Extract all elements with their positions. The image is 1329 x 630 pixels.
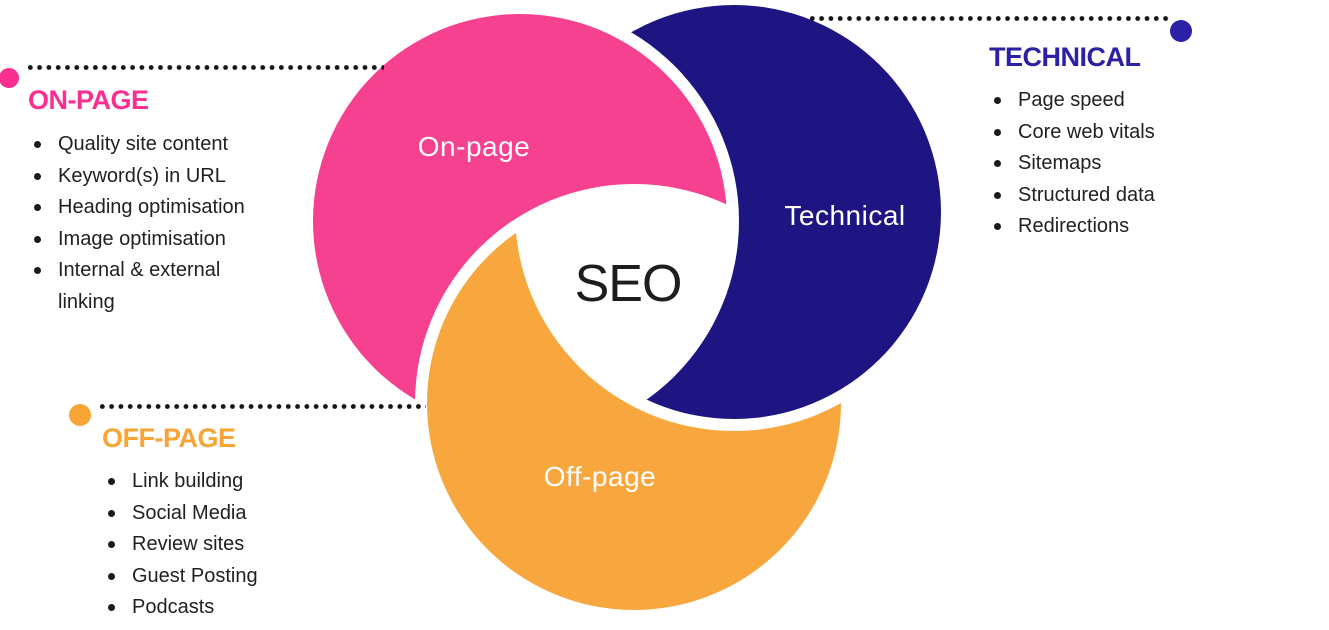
on-page-heading: ON-PAGE (28, 85, 149, 115)
list-item: Page speed (988, 85, 1208, 117)
list-item: Guest Posting (102, 561, 322, 593)
bullet-dot-icon (994, 160, 1001, 168)
list-item-text: Image optimisation (58, 227, 226, 250)
on-page-leader-line (28, 65, 384, 70)
on-page-list: Quality site content Keyword(s) in URL H… (28, 129, 248, 319)
list-item-text: Sitemaps (1018, 152, 1102, 175)
list-item-text: Link building (132, 470, 244, 492)
bullet-dot-icon (108, 478, 115, 485)
list-item: Structured data (988, 180, 1208, 212)
bullet-dot-icon (994, 223, 1001, 231)
list-item-text: Review sites (132, 533, 245, 556)
technical-end-dot-icon (1170, 20, 1192, 42)
list-item-text: Internal & external linking (58, 259, 221, 313)
technical-leader-line (810, 16, 1170, 21)
list-item-text: Keyword(s) in URL (58, 164, 226, 187)
list-item: Redirections (988, 211, 1208, 243)
list-item-text: Page speed (1018, 89, 1125, 111)
list-item: Link building (102, 466, 322, 498)
bullet-dot-icon (108, 509, 115, 517)
list-item: Core web vitals (988, 117, 1208, 149)
technical-segment-label: Technical (784, 200, 906, 231)
list-item: Keyword(s) in URL (28, 161, 248, 193)
bullet-dot-icon (34, 267, 41, 275)
off-page-leader-line (100, 404, 426, 409)
list-item: Sitemaps (988, 148, 1208, 180)
on-page-end-dot-icon (0, 68, 19, 88)
list-item-text: Guest Posting (132, 564, 258, 587)
list-item: Image optimisation (28, 224, 248, 256)
bullet-dot-icon (34, 204, 41, 212)
technical-list: Page speed Core web vitals Sitemaps Stru… (988, 85, 1208, 243)
list-item-text: Social Media (132, 501, 247, 524)
off-page-segment-label: Off-page (543, 461, 657, 492)
list-item-text: Structured data (1018, 183, 1155, 206)
on-page-segment-label: On-page (417, 131, 531, 162)
list-item-text: Podcasts (132, 596, 215, 619)
off-page-end-dot-icon (69, 404, 91, 426)
list-item: Quality site content (28, 129, 248, 161)
bullet-dot-icon (994, 97, 1001, 104)
list-item-text: Core web vitals (1018, 120, 1155, 143)
bullet-dot-icon (994, 128, 1001, 136)
bullet-dot-icon (34, 235, 41, 243)
bullet-dot-icon (994, 191, 1001, 199)
list-item: Heading optimisation (28, 192, 248, 224)
list-item: Podcasts (102, 592, 322, 624)
seo-center-label: SEO (574, 255, 683, 313)
technical-heading: TECHNICAL (989, 42, 1141, 72)
list-item-text: Heading optimisation (58, 196, 245, 219)
technical-segment (527, 5, 941, 419)
list-item: Review sites (102, 529, 322, 561)
list-item: Social Media (102, 498, 322, 530)
bullet-dot-icon (108, 572, 115, 580)
list-item: Internal & external linking (28, 255, 248, 318)
bullet-dot-icon (34, 172, 41, 180)
off-page-heading: OFF-PAGE (102, 423, 236, 453)
bullet-dot-icon (108, 604, 115, 612)
list-item-text: Quality site content (58, 133, 229, 155)
off-page-list: Link building Social Media Review sites … (102, 466, 322, 624)
bullet-dot-icon (108, 541, 115, 549)
bullet-dot-icon (34, 141, 41, 148)
list-item-text: Redirections (1018, 215, 1130, 238)
